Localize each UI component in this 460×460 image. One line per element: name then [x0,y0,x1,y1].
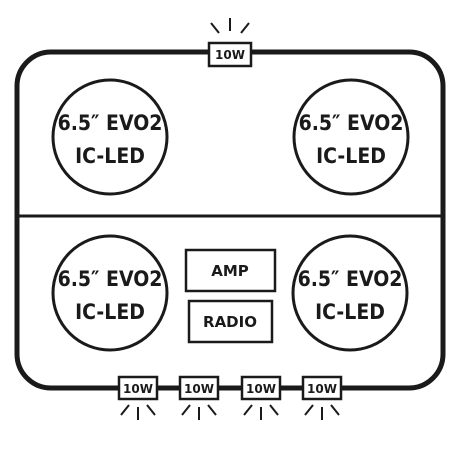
light-ray-icon [207,404,217,416]
light-label: 10W [307,382,337,396]
speaker-label-line2: IC-LED [315,300,385,324]
speaker-bottom-left: 6.5″ EVO2 IC-LED [51,234,169,352]
speaker-label-line1: 6.5″ EVO2 [298,267,403,291]
bottom-light-1: 10W [117,375,159,420]
light-ray-icon [269,404,279,416]
light-label: 10W [215,48,245,62]
light-ray-icon [120,404,130,416]
bottom-light-4: 10W [301,375,343,420]
light-ray-icon [330,404,340,416]
light-ray-icon [240,22,250,34]
amp-box: AMP [184,248,277,293]
top-light: 10W [207,18,253,68]
light-ray-icon [243,404,253,416]
bottom-light-3: 10W [240,375,282,420]
speaker-label-line1: 6.5″ EVO2 [58,111,163,135]
radio-box: RADIO [187,299,274,344]
speaker-label-line1: 6.5″ EVO2 [58,267,163,291]
speaker-label-line1: 6.5″ EVO2 [299,111,404,135]
light-ray-icon [181,404,191,416]
speaker-label-line2: IC-LED [316,144,386,168]
light-label: 10W [123,382,153,396]
speaker-top-left: 6.5″ EVO2 IC-LED [51,78,169,196]
speaker-bottom-right: 6.5″ EVO2 IC-LED [291,234,409,352]
light-label: 10W [184,382,214,396]
light-label: 10W [246,382,276,396]
speaker-top-right: 6.5″ EVO2 IC-LED [292,78,410,196]
speaker-label-line2: IC-LED [75,300,145,324]
light-ray-icon [210,22,220,34]
bottom-light-2: 10W [178,375,220,420]
light-ray-icon [304,404,314,416]
amp-label: AMP [211,262,249,280]
radio-label: RADIO [203,313,257,331]
light-ray-icon [146,404,156,416]
speaker-label-line2: IC-LED [75,144,145,168]
